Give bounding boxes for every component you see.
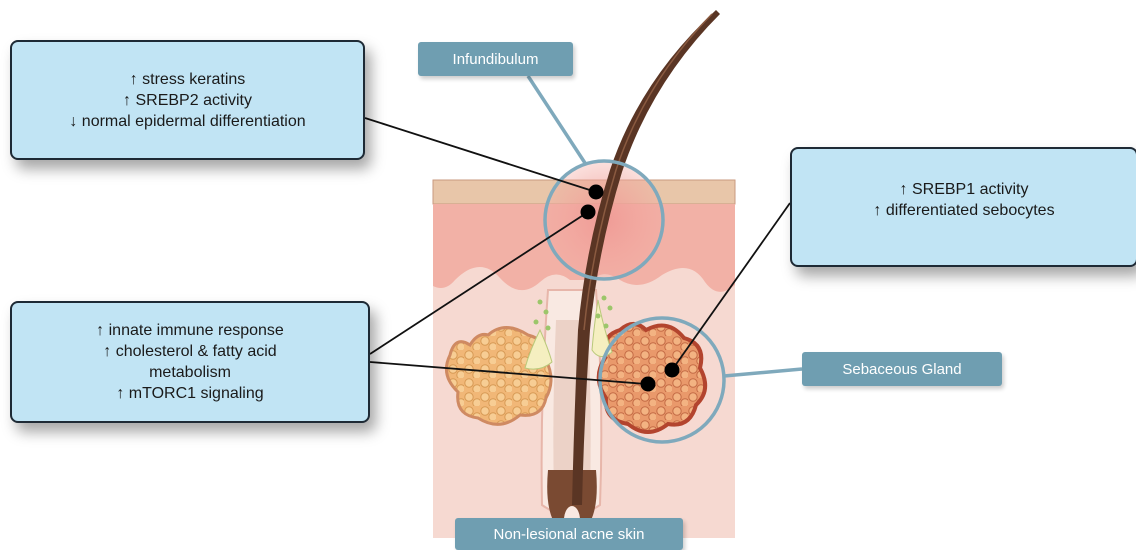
skin-caption-label: Non-lesional acne skin [455, 518, 683, 550]
sebaceous-annotation-box: ↑ SREBP1 activity ↑ differentiated seboc… [790, 147, 1136, 267]
annotation-line: metabolism [149, 362, 231, 383]
immune-dot-sebaceous [641, 377, 656, 392]
immune-annotation-box: ↑ innate immune response ↑ cholesterol &… [10, 301, 370, 423]
annotation-line: ↓ normal epidermal differentiation [69, 111, 305, 132]
infundibulum-annotation-box: ↑ stress keratins ↑ SREBP2 activity ↓ no… [10, 40, 365, 160]
annotation-line: ↑ innate immune response [96, 320, 284, 341]
infundibulum-dot [589, 185, 604, 200]
infundibulum-label: Infundibulum [418, 42, 573, 76]
annotation-line: ↑ SREBP1 activity [900, 179, 1029, 200]
annotation-line: ↑ cholesterol & fatty acid [103, 341, 276, 362]
annotation-line: ↑ mTORC1 signaling [116, 383, 263, 404]
annotation-line: ↑ stress keratins [130, 69, 246, 90]
sebaceous-dot [665, 363, 680, 378]
sebaceous-gland-label: Sebaceous Gland [802, 352, 1002, 386]
annotation-line: ↑ SREBP2 activity [123, 90, 252, 111]
annotation-line: ↑ differentiated sebocytes [873, 200, 1054, 221]
infundibulum-tag-connector [528, 76, 585, 163]
sebaceous-tag-connector [724, 369, 802, 376]
immune-dot-infundibulum [581, 205, 596, 220]
